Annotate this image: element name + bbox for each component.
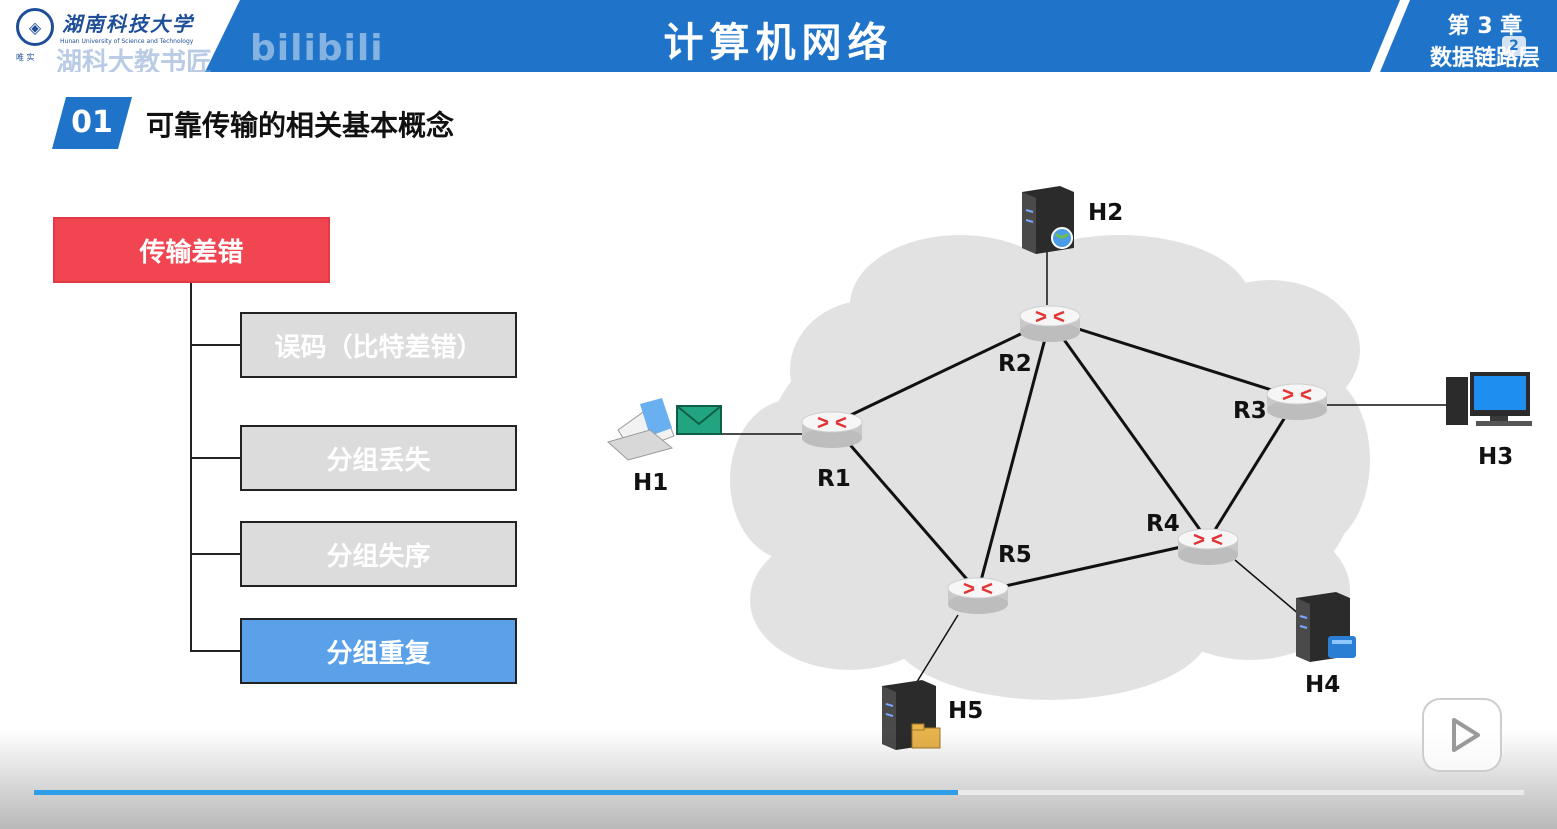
laptop-h1-icon [606,398,675,461]
tree-item-packet-disorder: 分组失序 [240,521,517,587]
section-title: 可靠传输的相关基本概念 [146,109,455,142]
uploader-watermark: 湖科大教书匠 [56,48,213,72]
tree-item-bit-error: 误码（比特差错） [240,312,517,378]
router-label-r3: R3 [1233,398,1267,424]
link-r2-r5 [976,319,1052,593]
section-number: 01 [52,97,132,149]
progress-bar-fill [34,790,958,795]
tree-root-transmission-errors: 传输差错 [53,217,330,283]
router-label-r4: R4 [1146,511,1180,537]
server-h5-icon [882,680,941,750]
envelope-packet-icon [676,405,722,435]
university-name-cn: 湖南科技大学 [62,12,194,36]
link-h4-r4 [1234,559,1301,616]
link-r3-r4 [1206,397,1299,542]
link-r2-r4 [1048,319,1210,542]
host-label-h2: H2 [1088,200,1124,226]
link-r4-r5 [977,539,1209,594]
chapter-badge: 2 [1502,36,1526,56]
link-h5-r5 [914,614,959,686]
tree-branch-line [190,650,242,652]
router-label-r2: R2 [998,351,1032,377]
tree-item-packet-duplicate: 分组重复 [240,618,517,684]
link-r1-r2 [831,318,1051,426]
router-label-r5: R5 [998,542,1032,568]
course-title: 计算机网络 [663,20,894,66]
play-button[interactable] [1422,698,1502,772]
router-r3-icon [1266,383,1328,420]
network-links [830,318,1299,594]
host-label-h1: H1 [633,470,669,496]
slide-header: ◈ 湖南科技大学 Hunan University of Science and… [0,0,1557,72]
university-motto: 唯 实 [16,53,35,62]
server-h2-icon [1022,186,1074,254]
tree-branch-line [190,344,242,346]
university-name-en: Hunan University of Science and Technolo… [60,38,194,45]
chapter-number: 第 3 章 [1447,14,1523,39]
tree-trunk-line [190,283,192,651]
router-r1-icon [801,411,863,448]
host-label-h4: H4 [1305,672,1341,698]
play-icon [1452,718,1480,752]
player-controls-overlay [0,730,1557,829]
router-r5-icon [947,577,1009,614]
link-r2-r3 [1049,318,1298,400]
host-label-h5: H5 [948,698,984,724]
router-r4-icon [1177,528,1239,565]
router-label-r1: R1 [817,466,851,492]
router-r2-icon [1019,305,1081,342]
tree-item-packet-loss: 分组丢失 [240,425,517,491]
tree-branch-line [190,457,242,459]
link-r1-r5 [830,423,980,593]
server-h4-icon [1296,592,1356,662]
host-links [720,245,1450,686]
host-label-h3: H3 [1478,444,1514,470]
university-seal-icon: ◈ [16,8,54,46]
university-logo-panel: ◈ 湖南科技大学 Hunan University of Science and… [0,0,240,72]
tree-branch-line [190,553,242,555]
site-watermark: bilibili [250,28,384,69]
desktop-h3-icon [1446,372,1532,426]
